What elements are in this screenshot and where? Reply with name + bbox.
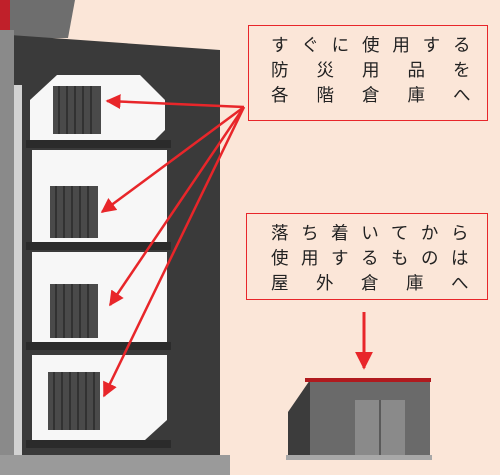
building-left-edge — [0, 30, 14, 475]
ground — [0, 455, 230, 475]
arrows-to-floors — [100, 94, 246, 398]
callout-line: 各階倉庫へ — [271, 86, 477, 106]
storage-locker-floor-3 — [50, 284, 98, 338]
shed-roof-edge — [305, 378, 431, 382]
callout-in-building-storage: すぐに使用する 防災用品を 各階倉庫へ — [248, 25, 488, 121]
callout-outdoor-storage: 落ち着いてから 使用するものは 屋外倉庫へ — [246, 213, 488, 300]
storage-locker-floor-4 — [48, 372, 100, 430]
floor-slab-2 — [26, 242, 171, 250]
callout-line: 屋外倉庫へ — [271, 274, 475, 294]
floor-slab-4 — [26, 440, 171, 448]
storage-locker-floor-2 — [50, 186, 98, 238]
callout-line: すぐに使用する — [271, 36, 477, 56]
building-side-panel — [14, 85, 22, 455]
rooftop-block — [10, 0, 75, 38]
arrow-floor-3 — [108, 106, 246, 307]
arrow-floor-2 — [100, 105, 245, 214]
outdoor-storage-shed — [286, 378, 433, 460]
callout-line: 防災用品を — [271, 61, 477, 81]
arrow-floor-1 — [105, 94, 245, 110]
callout-line: 落ち着いてから — [271, 224, 475, 244]
floor-slab-3 — [26, 342, 171, 350]
floor-slab-1 — [26, 140, 171, 148]
arrow-floor-4 — [102, 106, 246, 398]
shed-side — [288, 380, 310, 460]
callout-line: 使用するものは — [271, 249, 475, 269]
building — [0, 0, 230, 475]
storage-locker-floor-1 — [53, 86, 101, 134]
